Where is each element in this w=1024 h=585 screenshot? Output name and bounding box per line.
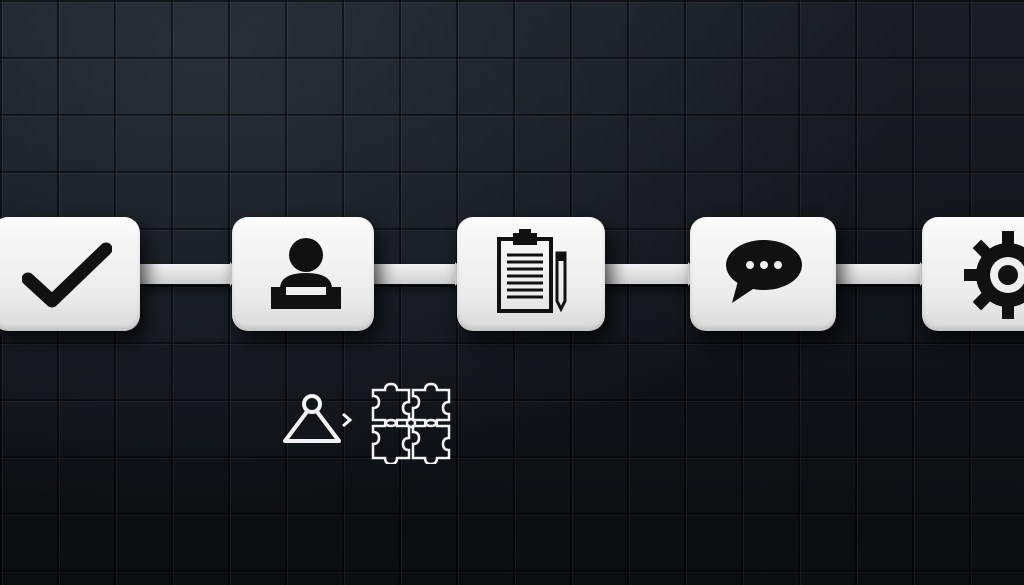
step-card-2: [232, 217, 374, 331]
clipboard-pencil-icon: [497, 229, 567, 313]
speech-bubble-icon: [726, 240, 802, 303]
step-card-5: [922, 217, 1024, 331]
puzzle-icon: [371, 382, 451, 464]
connector-2: [372, 264, 460, 284]
check-icon: [22, 242, 112, 308]
gear-icon: [964, 231, 1024, 319]
step-card-1: [0, 217, 140, 331]
chevron-right-icon: [342, 412, 353, 428]
person-icon: [271, 238, 341, 309]
connector-1: [138, 264, 234, 284]
connector-3: [602, 264, 694, 284]
step-card-3: [457, 217, 605, 331]
step-card-4: [690, 217, 836, 331]
triangle-node-icon: [283, 394, 341, 443]
connector-4: [833, 264, 925, 284]
